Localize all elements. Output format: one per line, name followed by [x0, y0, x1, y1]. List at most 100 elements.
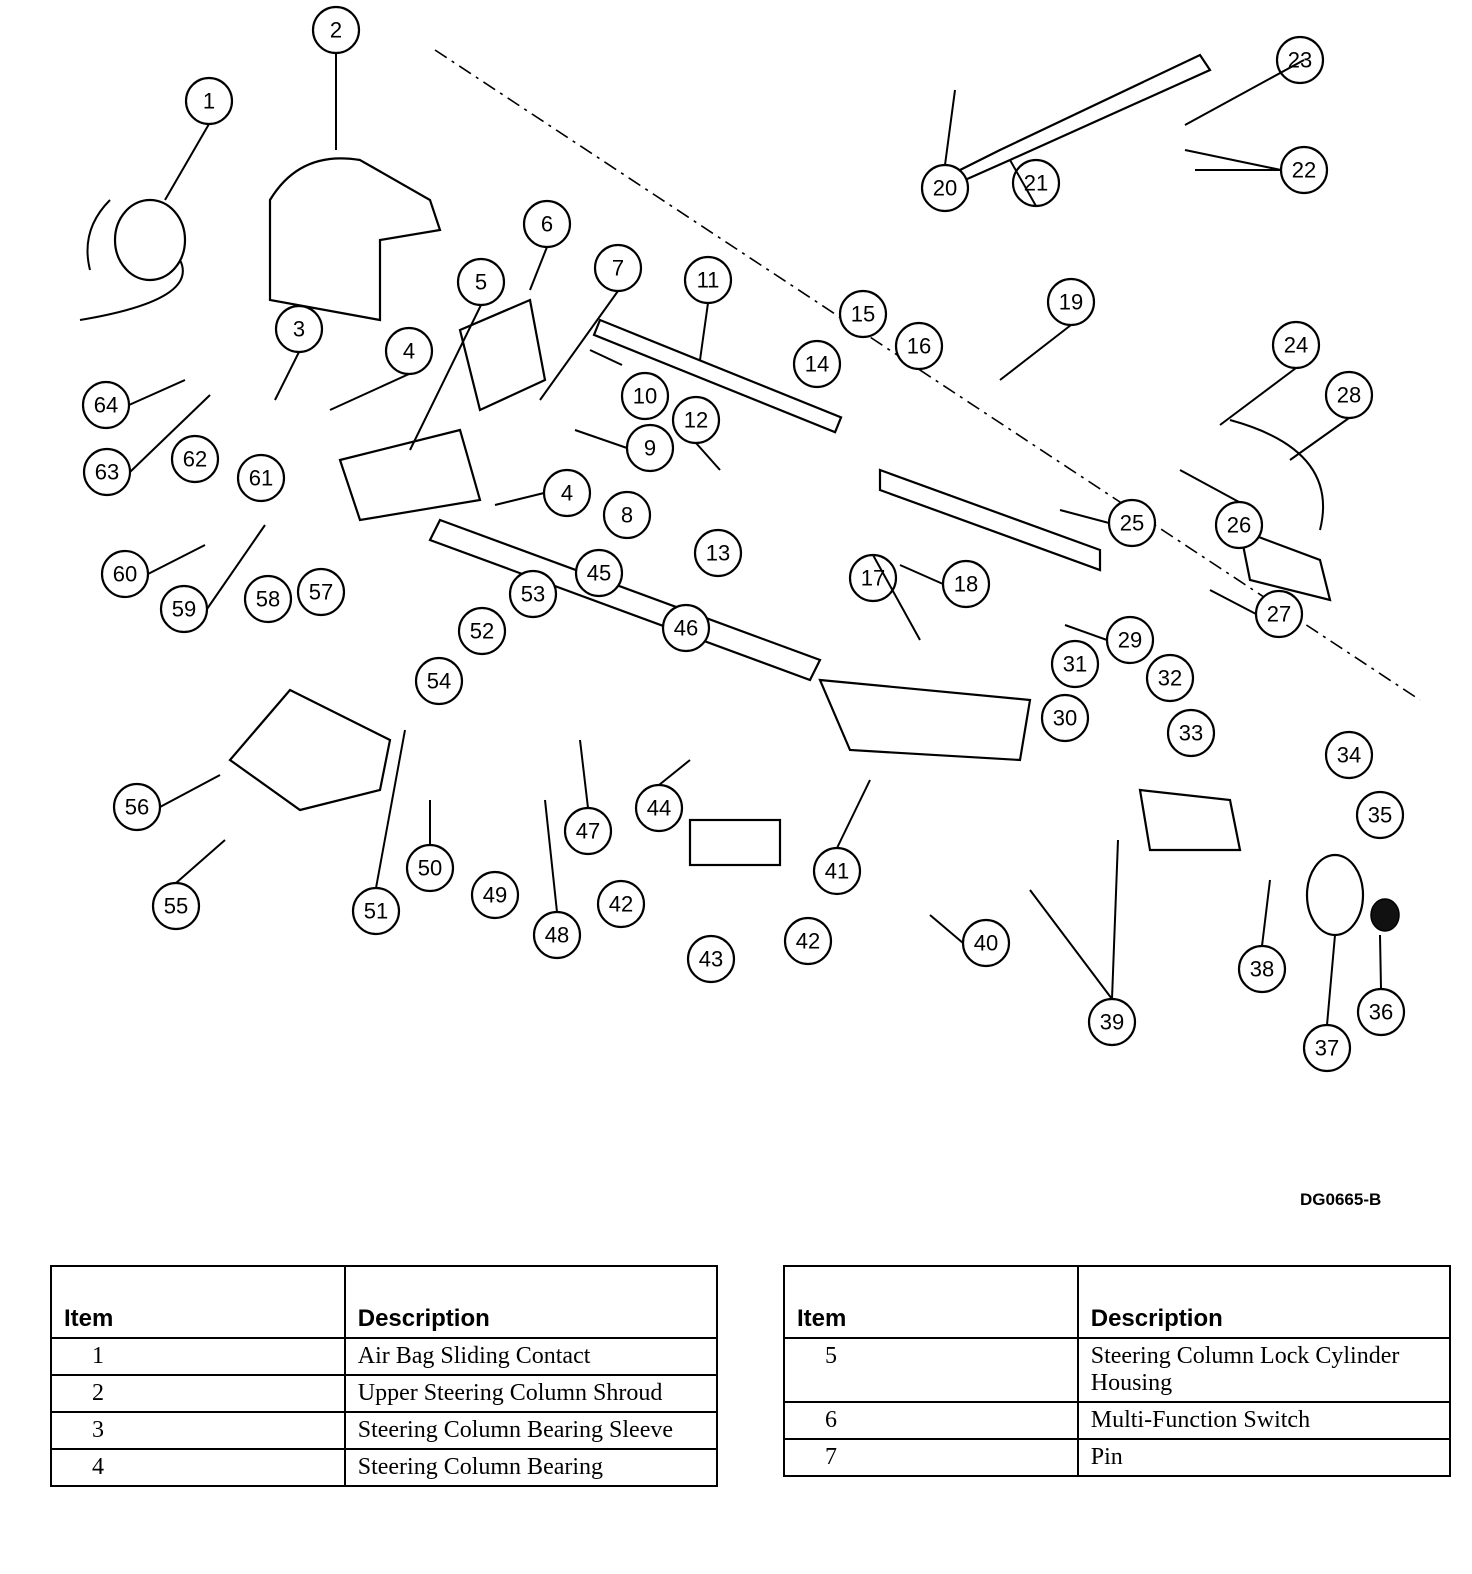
callout-6: 6 — [522, 199, 572, 249]
callout-20: 20 — [920, 163, 970, 213]
callout-label: 16 — [907, 334, 931, 359]
callout-16: 16 — [894, 321, 944, 371]
callout-label: 29 — [1118, 628, 1142, 653]
callout-22: 22 — [1279, 145, 1329, 195]
callout-label: 58 — [256, 587, 280, 612]
legend-item: 4 — [50, 1448, 346, 1487]
callout-label: 19 — [1059, 290, 1083, 315]
callout-label: 52 — [470, 619, 494, 644]
callout-label: 46 — [674, 616, 698, 641]
callout-label: 55 — [164, 894, 188, 919]
callout-42b: 42 — [783, 916, 833, 966]
callout-label: 4 — [561, 481, 573, 506]
callout-label: 9 — [644, 436, 656, 461]
legend-item: 2 — [50, 1374, 346, 1413]
part-shapes — [79, 49, 1421, 937]
callout-32: 32 — [1145, 653, 1195, 703]
callout-1: 1 — [184, 76, 234, 126]
callout-56: 56 — [112, 782, 162, 832]
callout-label: 51 — [364, 899, 388, 924]
callout-label: 28 — [1337, 383, 1361, 408]
callout-label: 13 — [706, 541, 730, 566]
legend-desc: Steering Column Lock Cylinder Housing — [1076, 1337, 1452, 1403]
tube-shape — [878, 468, 1102, 572]
legend-desc: Pin — [1076, 1438, 1452, 1477]
figure-code: DG0665-B — [1300, 1190, 1382, 1209]
callout-25: 25 — [1107, 498, 1157, 548]
callout-54: 54 — [414, 656, 464, 706]
legend-desc: Multi-Function Switch — [1076, 1401, 1452, 1440]
legend-desc: Steering Column Bearing — [343, 1448, 719, 1487]
callout-label: 35 — [1368, 803, 1392, 828]
callout-31: 31 — [1050, 639, 1100, 689]
callout-24: 24 — [1271, 320, 1321, 370]
callout-26: 26 — [1214, 500, 1264, 550]
nut-36-shape — [1370, 898, 1400, 932]
callout-label: 37 — [1315, 1036, 1339, 1061]
sliding-contact-shape — [113, 198, 187, 282]
lever-27-shape — [1238, 528, 1332, 602]
callout-label: 40 — [974, 931, 998, 956]
legend-row: 2 Upper Steering Column Shroud — [50, 1374, 719, 1413]
callout-39: 39 — [1087, 997, 1137, 1047]
callout-label: 34 — [1337, 743, 1361, 768]
callout-33: 33 — [1166, 708, 1216, 758]
legend-item: 3 — [50, 1411, 346, 1450]
callout-4b: 4 — [542, 468, 592, 518]
exploded-diagram: 1 2 3 4 4 5 6 7 8 9 10 11 12 13 14 15 16… — [79, 5, 1421, 1073]
callout-label: 22 — [1292, 158, 1316, 183]
item-header: Item — [50, 1265, 346, 1339]
upper-shroud-shape — [268, 157, 442, 322]
callout-label: 39 — [1100, 1010, 1124, 1035]
legend-row: 5 Steering Column Lock Cylinder Housing — [783, 1337, 1452, 1403]
callout-49: 49 — [470, 870, 520, 920]
callout-label: 6 — [541, 212, 553, 237]
callout-label: 47 — [576, 819, 600, 844]
callout-58: 58 — [243, 574, 293, 624]
callout-label: 7 — [612, 256, 624, 281]
legend-row: 4 Steering Column Bearing — [50, 1448, 719, 1487]
lock-housing-shape — [338, 428, 482, 522]
callout-13: 13 — [693, 528, 743, 578]
callout-11: 11 — [683, 255, 733, 305]
callout-14: 14 — [792, 339, 842, 389]
callout-label: 24 — [1284, 333, 1308, 358]
callout-52: 52 — [457, 606, 507, 656]
legend-row: 7 Pin — [783, 1438, 1452, 1477]
callout-label: 14 — [805, 352, 829, 377]
callout-label: 42 — [796, 929, 820, 954]
callout-label: 8 — [621, 503, 633, 528]
callout-29: 29 — [1105, 615, 1155, 665]
callout-62: 62 — [170, 434, 220, 484]
callout-23: 23 — [1275, 35, 1325, 85]
part-33-shape — [1138, 788, 1242, 852]
callout-38: 38 — [1237, 944, 1287, 994]
callout-63: 63 — [82, 447, 132, 497]
washer-37-shape — [1305, 853, 1365, 937]
callout-label: 44 — [647, 796, 671, 821]
item-header: Item — [783, 1265, 1079, 1339]
legend-item: 5 — [783, 1337, 1079, 1403]
lower-housing-shape — [818, 678, 1032, 762]
callout-64: 64 — [81, 380, 131, 430]
callout-label: 63 — [95, 460, 119, 485]
callout-label: 20 — [933, 176, 957, 201]
callout-label: 62 — [183, 447, 207, 472]
callout-37: 37 — [1302, 1023, 1352, 1073]
callout-34: 34 — [1324, 730, 1374, 780]
callout-30: 30 — [1040, 693, 1090, 743]
callout-label: 18 — [954, 572, 978, 597]
callout-label: 33 — [1179, 721, 1203, 746]
callout-label: 42 — [609, 892, 633, 917]
callout-8: 8 — [602, 490, 652, 540]
callout-7: 7 — [593, 243, 643, 293]
callout-label: 50 — [418, 856, 442, 881]
callout-53: 53 — [508, 569, 558, 619]
callout-17: 17 — [848, 553, 898, 603]
callout-36: 36 — [1356, 987, 1406, 1037]
legend-desc: Steering Column Bearing Sleeve — [343, 1411, 719, 1450]
legend-row: 3 Steering Column Bearing Sleeve — [50, 1411, 719, 1450]
callout-43: 43 — [686, 934, 736, 984]
callout-layer: 1 2 3 4 4 5 6 7 8 9 10 11 12 13 14 15 16… — [81, 5, 1406, 1073]
callout-label: 26 — [1227, 513, 1251, 538]
